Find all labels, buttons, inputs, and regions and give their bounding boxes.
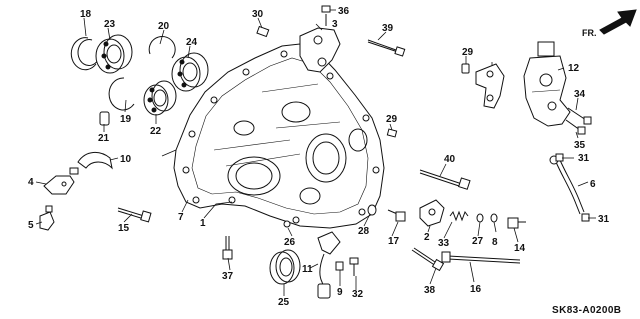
leader-lines	[35, 9, 596, 296]
callout-9: 9	[337, 287, 343, 298]
bolt-15-drawing	[117, 207, 152, 223]
bolt-17-drawing	[387, 209, 406, 222]
bolt-31b-drawing	[581, 213, 590, 222]
snap-ring-20-drawing	[148, 36, 176, 59]
callout-18: 18	[80, 9, 92, 20]
callout-25: 25	[278, 297, 290, 308]
callout-11: 11	[302, 264, 313, 275]
callout-29b: 29	[462, 47, 474, 58]
callout-23: 23	[104, 19, 116, 30]
transmission-case-drawing	[173, 43, 385, 229]
bracket-13-drawing	[475, 63, 505, 109]
front-direction-label: FR.	[582, 28, 597, 38]
callout-1: 1	[200, 218, 206, 229]
callout-31a: 31	[578, 153, 590, 164]
callout-39: 39	[382, 23, 394, 34]
callout-32: 32	[352, 289, 364, 300]
bolt-34-drawing	[567, 107, 592, 125]
callout-30: 30	[252, 9, 264, 20]
front-direction-arrow: FR.	[582, 9, 637, 38]
callout-26: 26	[284, 237, 296, 248]
dowel-29b-drawing	[461, 63, 470, 74]
bolt-32-drawing	[349, 257, 359, 276]
snap-ring-18-drawing	[70, 37, 99, 71]
bracket-4-drawing	[43, 167, 79, 195]
bolt-40-drawing	[419, 169, 471, 190]
callout-22: 22	[150, 126, 162, 137]
callout-33: 33	[438, 238, 450, 249]
shift-assembly-12-drawing	[523, 41, 571, 127]
callout-5: 5	[28, 220, 34, 231]
callout-15: 15	[118, 223, 130, 234]
callout-40: 40	[444, 154, 456, 165]
bearing-22-drawing	[143, 80, 177, 116]
snap-ring-19-drawing	[108, 77, 135, 111]
dowel-29-drawing	[386, 128, 398, 138]
callout-4: 4	[28, 177, 34, 188]
callout-36: 36	[338, 6, 350, 17]
bearing-24-drawing	[171, 52, 209, 92]
harness-clamp-10-drawing	[77, 152, 113, 170]
mount-bracket-drawing	[299, 5, 341, 73]
callout-8: 8	[492, 237, 498, 248]
dowel-21-drawing	[99, 111, 110, 126]
washer-8-drawing	[490, 213, 498, 223]
washer-27-drawing	[476, 213, 484, 223]
callout-34: 34	[574, 89, 586, 100]
callout-17: 17	[388, 236, 400, 247]
callout-3: 3	[332, 19, 338, 30]
washer-28-drawing	[367, 204, 377, 216]
spring-33-drawing	[449, 210, 469, 222]
callout-10: 10	[120, 154, 132, 165]
plug-14-drawing	[507, 217, 526, 229]
bearing-23-drawing	[95, 34, 133, 74]
callout-31b: 31	[598, 214, 610, 225]
callout-20: 20	[158, 21, 170, 32]
callout-38: 38	[424, 285, 436, 296]
callout-14: 14	[514, 243, 526, 254]
callout-19: 19	[120, 114, 132, 125]
clip-5-drawing	[39, 205, 55, 231]
bolt-37-drawing	[222, 236, 233, 260]
bolt-38-drawing	[411, 247, 445, 272]
washer-26-drawing	[283, 220, 291, 228]
callout-29a: 29	[386, 114, 398, 125]
oil-seal-25-drawing	[269, 249, 301, 285]
bolt-35-drawing	[565, 119, 586, 135]
callouts: 18 23 20 24 19 22 21 30 36 3 39 4 10 5 1…	[28, 6, 610, 308]
speed-sensor-11-drawing	[317, 231, 341, 299]
callout-21: 21	[98, 133, 110, 144]
cover-2-drawing	[419, 199, 445, 227]
pipe-6-drawing	[549, 155, 585, 215]
bolt-9-drawing	[335, 261, 344, 271]
dowel-30-drawing	[256, 25, 270, 38]
callout-2: 2	[424, 232, 430, 243]
callout-37: 37	[222, 271, 234, 282]
callout-16: 16	[470, 284, 482, 295]
callout-7: 7	[178, 212, 184, 223]
callout-12: 12	[568, 63, 580, 74]
diagram-code: SK83-A0200B	[552, 305, 621, 316]
bolt-16-drawing	[441, 251, 521, 264]
bolt-31a-drawing	[555, 153, 564, 162]
bolt-39-drawing	[367, 39, 406, 57]
callout-6: 6	[590, 179, 596, 190]
callout-35: 35	[574, 140, 586, 151]
callout-28: 28	[358, 226, 370, 237]
callout-24: 24	[186, 37, 198, 48]
callout-27: 27	[472, 236, 484, 247]
